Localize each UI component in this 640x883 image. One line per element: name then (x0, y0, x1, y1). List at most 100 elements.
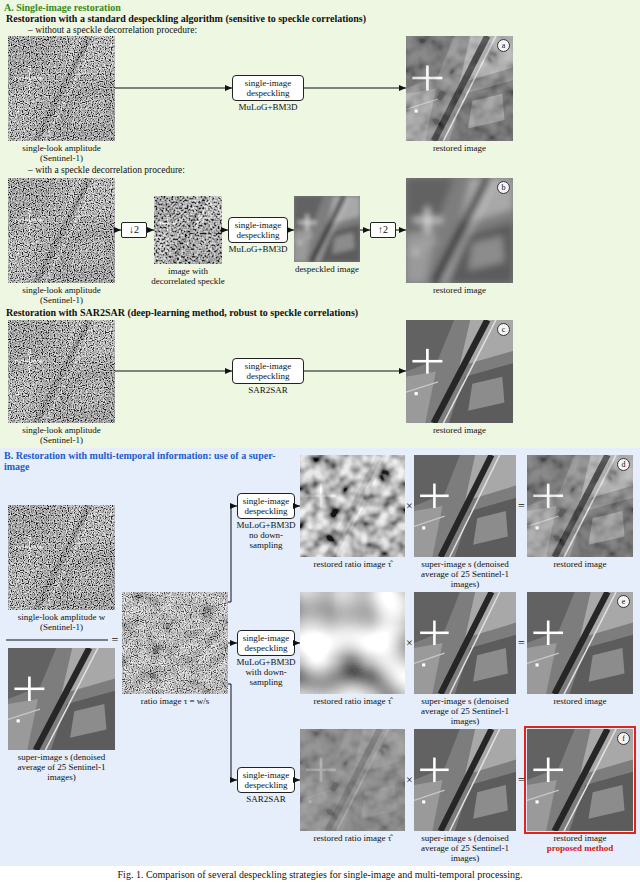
label-holder: – with a speckle decorrelation procedure… (28, 165, 428, 176)
label-holder: – without a speckle decorrelation proced… (28, 25, 428, 36)
caption-block: restored ratio image τ̂ (297, 696, 408, 706)
method-holder: SAR2SAR (228, 385, 308, 395)
box-label: single-image despeckling (240, 770, 292, 790)
image-caption: restored image (403, 285, 516, 295)
image-caption: image with decorrelated speckle (148, 266, 228, 286)
method-holder: MuLoG+BM3D (223, 244, 293, 254)
caption-block: super-image s (denoised average of 25 Se… (5, 752, 118, 782)
sar-image (414, 455, 516, 557)
sar-image (527, 592, 633, 694)
image-caption: restored image (524, 559, 636, 569)
label-holder: = (517, 772, 527, 788)
box-label: single-image despeckling (235, 361, 301, 381)
operator-symbol: × (405, 635, 415, 651)
caption-block: restored ratio image τ̂ (297, 833, 408, 843)
caption-block: super-image s (denoised average of 25 Se… (411, 833, 519, 863)
image-caption: single-look amplitude w (Sentinel-1) (5, 612, 118, 632)
note-label: – with a speckle decorrelation procedure… (28, 165, 428, 176)
panel-letter: e (617, 595, 630, 608)
note-label: Restoration with SAR2SAR (deep-learning … (6, 307, 626, 318)
method-holder: SAR2SAR (234, 794, 298, 804)
panel-letter: a (497, 39, 510, 52)
letter-holder: c (497, 323, 510, 336)
label-holder: Restoration with SAR2SAR (deep-learning … (6, 307, 626, 318)
letter-holder: e (617, 595, 630, 608)
section-heading: B. Restoration with multi-temporal infor… (4, 450, 294, 472)
caption-holder: Fig. 1. Comparison of several despecklin… (0, 869, 640, 881)
sampling-box: ↓2 (121, 222, 147, 238)
label-holder: = (517, 635, 527, 651)
arrow-connector (360, 230, 370, 231)
sar-image (300, 592, 405, 694)
box-label: single-image despeckling (231, 220, 285, 240)
sar-image (414, 729, 516, 831)
caption-block: super-image s (denoised average of 25 Se… (411, 696, 519, 726)
note-label: Restoration with a standard despeckling … (6, 13, 626, 24)
sar-image (527, 455, 633, 557)
note-label: – without a speckle decorrelation proced… (28, 25, 428, 36)
method-name: MuLoG+BM3D no down-sampling (234, 520, 298, 550)
box-label: single-image despeckling (240, 496, 292, 516)
image-caption: single-look amplitude (Sentinel-1) (5, 285, 118, 305)
label-holder: × (405, 498, 415, 514)
operator-symbol: = (110, 632, 120, 648)
sar-image (414, 592, 516, 694)
arrow-connector (288, 230, 294, 231)
image-caption: restored ratio image τ̂ (297, 559, 408, 569)
caption-block: ratio image τ = w/s (119, 696, 231, 706)
label-holder: × (405, 772, 415, 788)
panel-letter: c (497, 323, 510, 336)
caption-block: single-look amplitude w (Sentinel-1) (5, 612, 118, 632)
caption-block: restored image (403, 143, 516, 153)
sar-image (406, 178, 513, 283)
image-caption: super-image s (denoised average of 25 Se… (411, 559, 519, 589)
image-caption: super-image s (denoised average of 25 Se… (5, 752, 118, 782)
caption-block: single-look amplitude (Sentinel-1) (5, 143, 118, 163)
label-holder: Restoration with a standard despeckling … (6, 13, 626, 24)
arrow-connector (222, 230, 228, 231)
operator-symbol: × (405, 772, 415, 788)
arrow-connector (396, 230, 406, 231)
letter-holder: b (497, 181, 510, 194)
method-name: SAR2SAR (228, 385, 308, 395)
sar-image (8, 320, 115, 423)
sar-image (154, 196, 222, 264)
caption-block: single-look amplitude (Sentinel-1) (5, 425, 118, 445)
panel-letter: f (617, 732, 630, 745)
arrow-connector (115, 88, 232, 89)
method-name: MuLoG+BM3D (228, 102, 308, 112)
process-box: single-image despecklingMuLoG+BM3D (228, 217, 288, 243)
box-label: single-image despeckling (235, 78, 301, 98)
section-heading: A. Single-image restoration (4, 2, 624, 13)
method-name: MuLoG+BM3D with down-sampling (234, 657, 298, 687)
arrow-connector (115, 230, 121, 231)
box-label: ↓2 (122, 224, 146, 236)
figure-caption: Fig. 1. Comparison of several despecklin… (0, 869, 640, 881)
arrow-connector (147, 230, 154, 231)
label-holder: = (110, 632, 120, 648)
sar-image (406, 320, 513, 423)
sar-image (8, 648, 115, 750)
box-label: ↑2 (371, 224, 395, 236)
caption-block: restored image (403, 425, 516, 435)
caption-block: super-image s (denoised average of 25 Se… (411, 559, 519, 589)
sar-image (406, 36, 513, 141)
arrow-connector (295, 780, 300, 781)
arrow-connector (228, 643, 237, 644)
sar-image (8, 36, 115, 141)
label-holder: = (517, 498, 527, 514)
operator-symbol: = (517, 635, 527, 651)
method-holder: MuLoG+BM3D with down-sampling (234, 657, 298, 687)
image-caption: restored image (524, 696, 636, 706)
method-name: SAR2SAR (234, 794, 298, 804)
operator-symbol: = (517, 498, 527, 514)
sar-image (122, 592, 228, 694)
process-box: single-image despecklingSAR2SAR (237, 767, 295, 793)
label-holder: × (405, 635, 415, 651)
box-label: single-image despeckling (240, 633, 292, 653)
method-holder: MuLoG+BM3D (228, 102, 308, 112)
operator-symbol: × (405, 498, 415, 514)
